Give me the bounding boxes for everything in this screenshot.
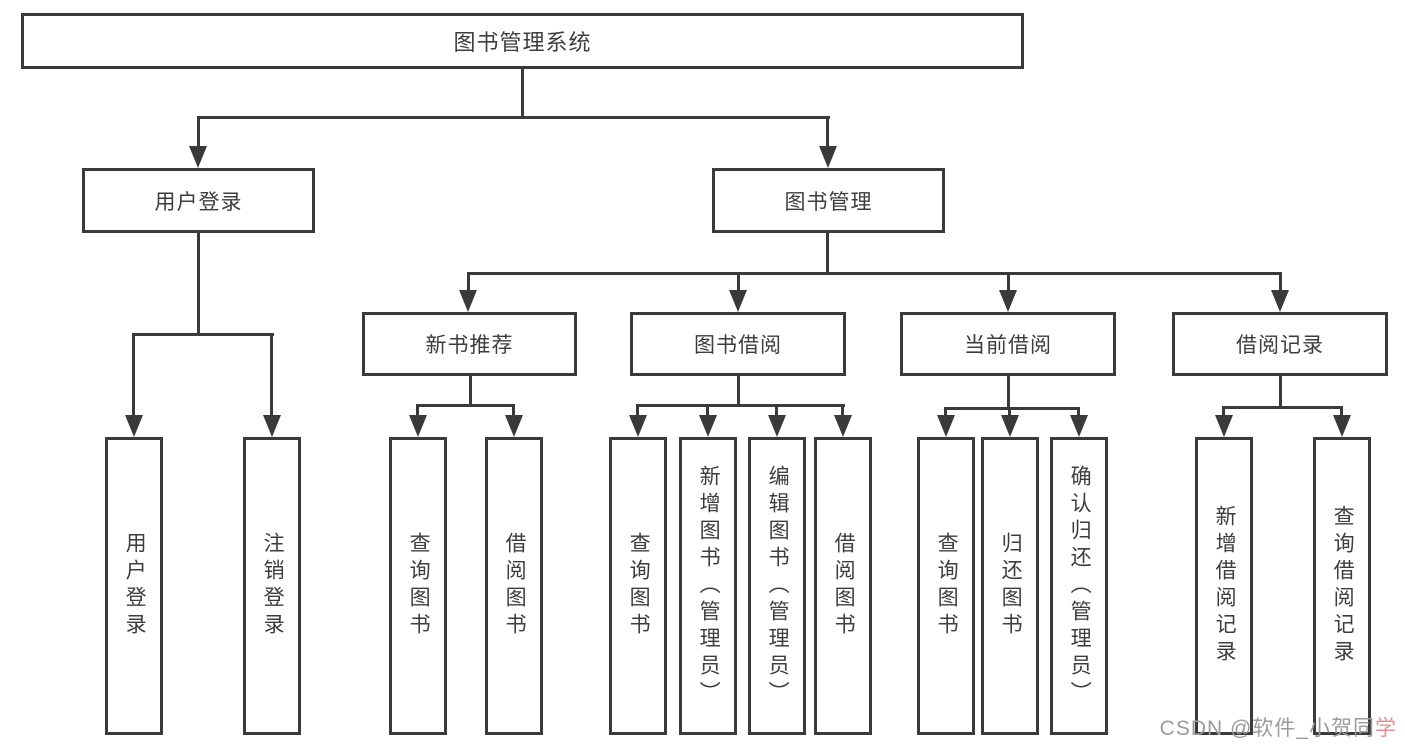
csdn-watermark: CSDN @软件_小贺同学 [1160,712,1397,742]
connector-drop [944,407,947,422]
node-label: 查询借阅记录 [1331,505,1355,667]
node-label: 查询图书 [627,532,651,640]
connector-drop [636,404,639,422]
node-label: 图书管理 [784,190,873,214]
connector-drop [197,116,200,150]
node-current-borrow: 当前借阅 [900,312,1116,376]
node-label: 图书管理系统 [453,30,592,55]
connector-drop [841,404,844,422]
arrow-down-icon [1070,415,1088,437]
connector-trunk [469,376,472,407]
connector-drop [1077,407,1080,422]
node-borrow-books-leaf: 借阅图书 [814,437,872,735]
connector-drop [826,116,829,150]
node-label: 用户登录 [154,190,243,214]
connector-drop [467,272,470,294]
node-book-management: 图书管理 [712,168,945,233]
arrow-down-icon [505,415,523,437]
connector-rail [945,407,1080,410]
node-book-borrow: 图书借阅 [630,312,846,376]
connector-drop [775,404,778,422]
connector-drop [512,404,515,422]
connector-l3-rail [467,272,1282,275]
connector-drop [1007,272,1010,294]
arrow-down-icon [1333,415,1351,437]
node-user-login-leaf: 用户登录 [105,437,163,735]
arrow-down-icon [1271,290,1289,312]
node-confirm-return-admin: 确认归还（管理员） [1050,437,1108,735]
arrow-down-icon [409,415,427,437]
arrow-down-icon [125,415,143,437]
arrow-down-icon [729,290,747,312]
node-label: 查询图书 [407,532,431,640]
node-query-books-borrow: 查询图书 [609,437,667,735]
connector-drop [132,333,135,421]
node-query-books-current: 查询图书 [917,437,975,735]
node-label: 图书借阅 [694,334,782,357]
node-label: 用户登录 [123,532,147,640]
node-borrow-records: 借阅记录 [1172,312,1388,376]
connector-book-mgmt-trunk [826,233,829,275]
node-label: 新增图书（管理员） [697,464,721,708]
arrow-down-icon [459,290,477,312]
node-add-book-admin: 新增图书（管理员） [679,437,737,735]
connector-rail [637,404,845,407]
node-label: 归还图书 [999,532,1023,640]
connector-user-login-rail [133,333,274,336]
connector-root-trunk [521,68,524,118]
connector-drop [416,404,419,422]
node-logout: 注销登录 [243,437,301,735]
watermark-text: CSDN @软件_小贺同 [1159,717,1375,740]
node-label: 新增借阅记录 [1213,505,1237,667]
connector-drop [1340,406,1343,422]
node-return-books: 归还图书 [981,437,1039,735]
connector-trunk [737,376,740,407]
arrow-down-icon [189,146,207,168]
connector-trunk [1279,376,1282,409]
node-label: 查询图书 [935,532,959,640]
node-user-login: 用户登录 [82,168,315,233]
arrow-down-icon [263,415,281,437]
arrow-down-icon [699,415,717,437]
node-label: 确认归还（管理员） [1068,464,1092,708]
connector-drop [1222,406,1225,422]
node-label: 注销登录 [261,532,285,640]
arrow-down-icon [768,415,786,437]
arrow-down-icon [999,290,1017,312]
connector-rail [417,404,515,407]
node-label: 当前借阅 [964,334,1052,357]
connector-rail [1223,406,1343,409]
connector-drop [706,404,709,422]
arrow-down-icon [1215,415,1233,437]
watermark-accent: 学 [1375,717,1397,740]
node-label: 新书推荐 [425,334,514,357]
node-edit-book-admin: 编辑图书（管理员） [748,437,806,735]
node-label: 借阅图书 [503,532,527,640]
arrow-down-icon [819,146,837,168]
node-add-borrow-record: 新增借阅记录 [1195,437,1253,735]
arrow-down-icon [1001,415,1019,437]
node-query-books-recommend: 查询图书 [389,437,447,735]
arrow-down-icon [834,415,852,437]
node-library-management-system: 图书管理系统 [21,13,1024,69]
node-label: 借阅图书 [832,532,856,640]
arrow-down-icon [629,415,647,437]
node-label: 借阅记录 [1236,334,1324,357]
connector-user-login-trunk [197,233,200,336]
node-label: 编辑图书（管理员） [766,464,790,708]
connector-drop [1279,272,1282,294]
node-new-book-recommend: 新书推荐 [362,312,577,376]
node-borrow-books-recommend: 借阅图书 [485,437,543,735]
connector-trunk [1007,376,1010,410]
connector-l2-rail [197,116,830,119]
node-query-borrow-record: 查询借阅记录 [1313,437,1371,735]
arrow-down-icon [937,415,955,437]
connector-drop [1008,407,1011,422]
connector-drop [737,272,740,294]
connector-drop [270,333,273,421]
